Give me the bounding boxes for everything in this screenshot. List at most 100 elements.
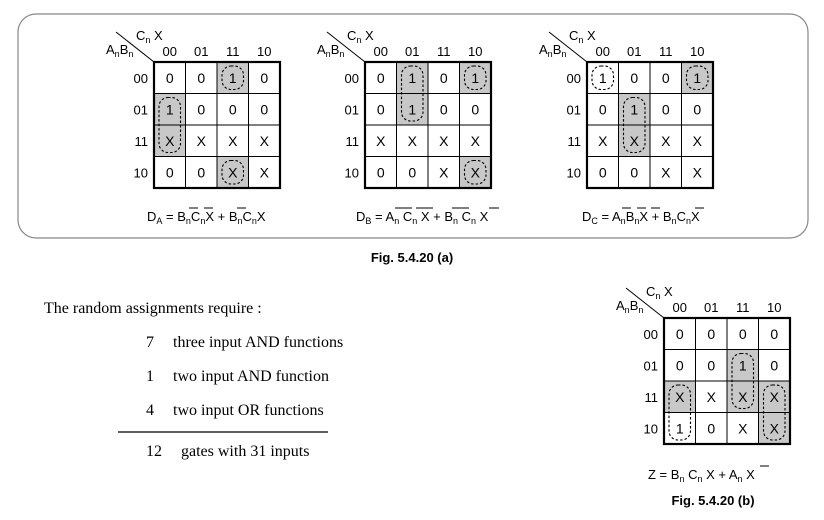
kmap-row-header: 01 — [134, 102, 148, 117]
kmap-cell-value: 0 — [166, 164, 174, 180]
kmap-corner-diagonal — [326, 31, 366, 63]
kmap-cell-value: X — [228, 164, 238, 180]
kmap-cell-value: 0 — [662, 101, 670, 117]
row-1-desc: three input AND functions — [173, 334, 343, 351]
kmap-row-header: 00 — [644, 327, 658, 342]
kmap-corner-diagonal — [548, 31, 588, 63]
row-1-count: 7 — [146, 334, 154, 351]
kmap-cell-value: X — [738, 420, 748, 436]
equation-z: Z = Bn Cn X + An X — [648, 465, 769, 484]
kmap-cell-value: 0 — [440, 70, 448, 86]
kmap-cell-value: 0 — [707, 420, 715, 436]
kmap-cell-value: 0 — [662, 70, 670, 86]
kmap-cell-value: 1 — [676, 420, 684, 436]
kmap-row-header: 10 — [345, 165, 359, 180]
kmap-cell-value: 0 — [377, 164, 385, 180]
svg-text:DB = An Cn X + Bn Cn X: DB = An Cn X + Bn Cn X — [356, 209, 489, 226]
kmap-cell-value: 0 — [166, 70, 174, 86]
row-3-count: 4 — [146, 402, 154, 419]
kmap-cell-value: X — [260, 133, 270, 149]
kmap-col-header: 11 — [736, 300, 750, 315]
kmap-cell-value: X — [770, 420, 780, 436]
kmap-col-header: 11 — [437, 44, 451, 59]
kmap-cell-value: 0 — [260, 101, 268, 117]
kmap-row-variable: AnBn — [539, 42, 566, 59]
svg-text:Z = Bn Cn X + An X: Z = Bn Cn X + An X — [648, 467, 755, 484]
kmap-cell-value: X — [693, 164, 703, 180]
kmap-col-variable: Cn X — [569, 28, 596, 45]
kmap-cell-value: 1 — [408, 70, 416, 86]
kmap-cell-value: 1 — [166, 101, 174, 117]
kmap-row-header: 00 — [345, 71, 359, 86]
kmap-cell-value: X — [228, 133, 238, 149]
kmap-cell-value: 1 — [739, 357, 747, 373]
kmap-cell-value: X — [471, 133, 481, 149]
kmap-row-header: 10 — [134, 165, 148, 180]
kmap-cell-value: 0 — [197, 101, 205, 117]
kmap-col-header: 10 — [257, 44, 271, 59]
kmap-row-variable: AnBn — [317, 42, 344, 59]
kmap-cell-value: X — [439, 164, 449, 180]
kmap-cell-value: X — [260, 164, 270, 180]
kmap-col-header: 01 — [704, 300, 718, 315]
kmap-cell-value: X — [165, 133, 175, 149]
kmap-cell-value: 0 — [739, 326, 747, 342]
kmap-cell-value: 0 — [630, 70, 638, 86]
kmap-corner-diagonal — [625, 287, 665, 319]
kmap-cell-value: 0 — [599, 164, 607, 180]
kmap-cell-value: 0 — [599, 101, 607, 117]
equation-da: DA = BnCnX + BnCnX — [147, 207, 266, 226]
kmap-cell-value: 0 — [630, 164, 638, 180]
figure-b-caption: Fig. 5.4.20 (b) — [671, 493, 754, 508]
kmap-col-header: 00 — [596, 44, 610, 59]
kmap-group-loop — [762, 384, 786, 441]
kmap-cell-value: 0 — [676, 357, 684, 373]
kmap-cell-value: 1 — [471, 70, 479, 86]
kmap-row-header: 01 — [644, 358, 658, 373]
kmap-cell-value: 0 — [707, 326, 715, 342]
kmap-cell-value: X — [661, 164, 671, 180]
kmap-cell-value: X — [471, 164, 481, 180]
kmap-group-loop — [400, 65, 424, 122]
equation-dc: DC = AnBnX + BnCnX — [582, 207, 704, 226]
kmap-col-header: 10 — [468, 44, 482, 59]
kmap-col-header: 10 — [767, 300, 781, 315]
figure-a-caption: Fig. 5.4.20 (a) — [371, 250, 453, 265]
kmap-col-variable: Cn X — [646, 284, 673, 301]
kmap-cell-value: X — [439, 133, 449, 149]
kmap-group-loop — [731, 352, 755, 410]
kmap-row-header: 11 — [135, 134, 149, 149]
kmap-group-loop — [668, 384, 692, 441]
kmap-cell-value: 0 — [229, 101, 237, 117]
kmap-cell-value: 0 — [676, 326, 684, 342]
kmap-corner-diagonal — [115, 31, 155, 63]
kmap-border — [662, 316, 792, 446]
kmap-col-variable: Cn X — [347, 28, 374, 45]
kmap-cell-value: 1 — [408, 101, 416, 117]
kmap-cell-value: X — [376, 133, 386, 149]
intro-text: The random assignments require : — [44, 300, 262, 317]
kmap-row-variable: AnBn — [106, 42, 133, 59]
kmap-col-header: 11 — [226, 44, 240, 59]
kmap-cell-value: 0 — [377, 70, 385, 86]
kmap-col-header: 10 — [690, 44, 704, 59]
kmap-col-header: 01 — [627, 44, 641, 59]
kmap-cell-value: X — [661, 133, 671, 149]
kmap-group-loop — [591, 65, 615, 91]
kmap-cell-value: X — [598, 133, 608, 149]
kmap-cell-value: 0 — [693, 101, 701, 117]
kmap-group-loop — [221, 65, 245, 91]
kmap-cell-value: 0 — [770, 326, 778, 342]
kmap-cell-value: 1 — [229, 70, 237, 86]
kmap-row-header: 11 — [645, 390, 659, 405]
kmap-cell-value: 1 — [693, 70, 701, 86]
total-desc: gates with 31 inputs — [181, 443, 309, 460]
kmap-cell-value: 0 — [260, 70, 268, 86]
total-count: 12 — [146, 443, 162, 460]
kmap-group-loop — [685, 65, 709, 91]
kmap-cell-value: X — [770, 389, 780, 405]
kmap-border — [363, 60, 493, 190]
